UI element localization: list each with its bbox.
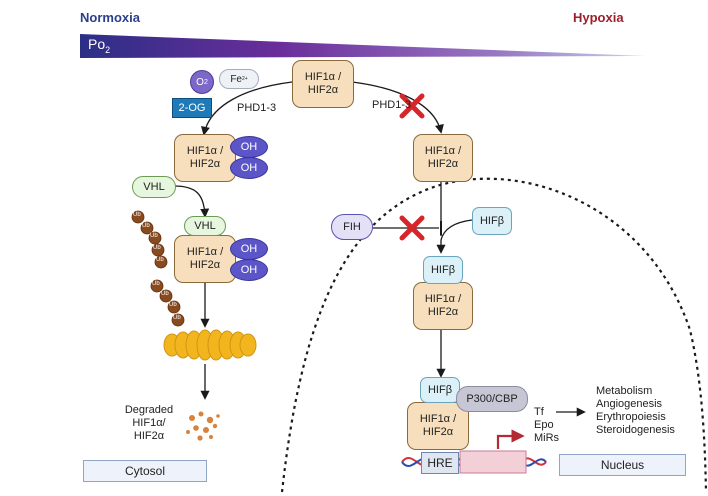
fih-blocked-x: [399, 215, 425, 241]
hif-beta-dimer: HIFβ: [423, 256, 463, 284]
ub-label: Ub: [150, 233, 158, 239]
ubiquitin-chain-lower: [150, 279, 185, 327]
hydroxyl-group: OH: [230, 238, 268, 260]
hif-alpha-vhl-bound: HIF1α / HIF2α: [174, 235, 236, 283]
degraded-fragments: [186, 411, 220, 441]
ubiquitin-chain-upper: [131, 210, 168, 269]
hif-alpha-dimer: HIF1α / HIF2α: [413, 282, 473, 330]
hydroxyl-group: OH: [230, 157, 268, 179]
cytosol-label: Cytosol: [83, 460, 207, 482]
ub-label: Ub: [152, 281, 160, 287]
po2-label: Po2: [88, 36, 111, 55]
ub-label: Ub: [133, 212, 141, 218]
hydroxyl-group: OH: [230, 259, 268, 281]
ub-label: Ub: [156, 257, 164, 263]
arrow-hifb-join: [436, 219, 473, 254]
hif-alpha-top: HIF1α / HIF2α: [292, 60, 354, 108]
arrow-hif-to-hydroxylated: [201, 81, 293, 136]
hif-alpha-hydroxylated: HIF1α / HIF2α: [174, 134, 236, 182]
nuclear-envelope: [280, 177, 708, 493]
hif-alpha-transcription: HIF1α / HIF2α: [407, 402, 469, 450]
normoxia-label: Normoxia: [80, 10, 140, 25]
po2-gradient-bar: [80, 34, 646, 58]
p300-cbp-coactivator: P300/CBP: [456, 386, 528, 412]
arrow-hif-to-stable: [351, 81, 444, 134]
proteasome: [163, 329, 257, 361]
hypoxia-label: Hypoxia: [573, 10, 624, 25]
phd-blocked-x: [399, 93, 425, 119]
phd-left-label: PHD1-3: [237, 102, 277, 114]
hre-element: HRE: [421, 452, 459, 474]
degraded-label: Degraded HIF1α/ HIF2α: [124, 404, 174, 442]
ub-label: Ub: [153, 245, 161, 251]
hydroxyl-group: OH: [230, 136, 268, 158]
fih-enzyme: FIH: [331, 214, 373, 240]
ub-label: Ub: [169, 302, 177, 308]
2og-cofactor: 2-OG: [172, 98, 212, 118]
hif-alpha-stable: HIF1α / HIF2α: [413, 134, 473, 182]
arrow-vhl-binding: [173, 185, 210, 218]
physiological-outcomes: Metabolism Angiogenesis Erythropoiesis S…: [596, 385, 675, 436]
phd-right-label: PHD1-3: [372, 99, 412, 111]
ub-label: Ub: [161, 291, 169, 297]
ub-label: Ub: [142, 223, 150, 229]
hif-beta-transcription: HIFβ: [420, 377, 460, 403]
ub-label: Ub: [173, 315, 181, 321]
hif-beta-free: HIFβ: [472, 207, 512, 235]
target-genes: Tf Epo MiRs: [534, 406, 560, 444]
vhl-protein: VHL: [132, 176, 176, 198]
vhl-bound: VHL: [184, 216, 226, 236]
nucleus-label: Nucleus: [559, 454, 686, 476]
